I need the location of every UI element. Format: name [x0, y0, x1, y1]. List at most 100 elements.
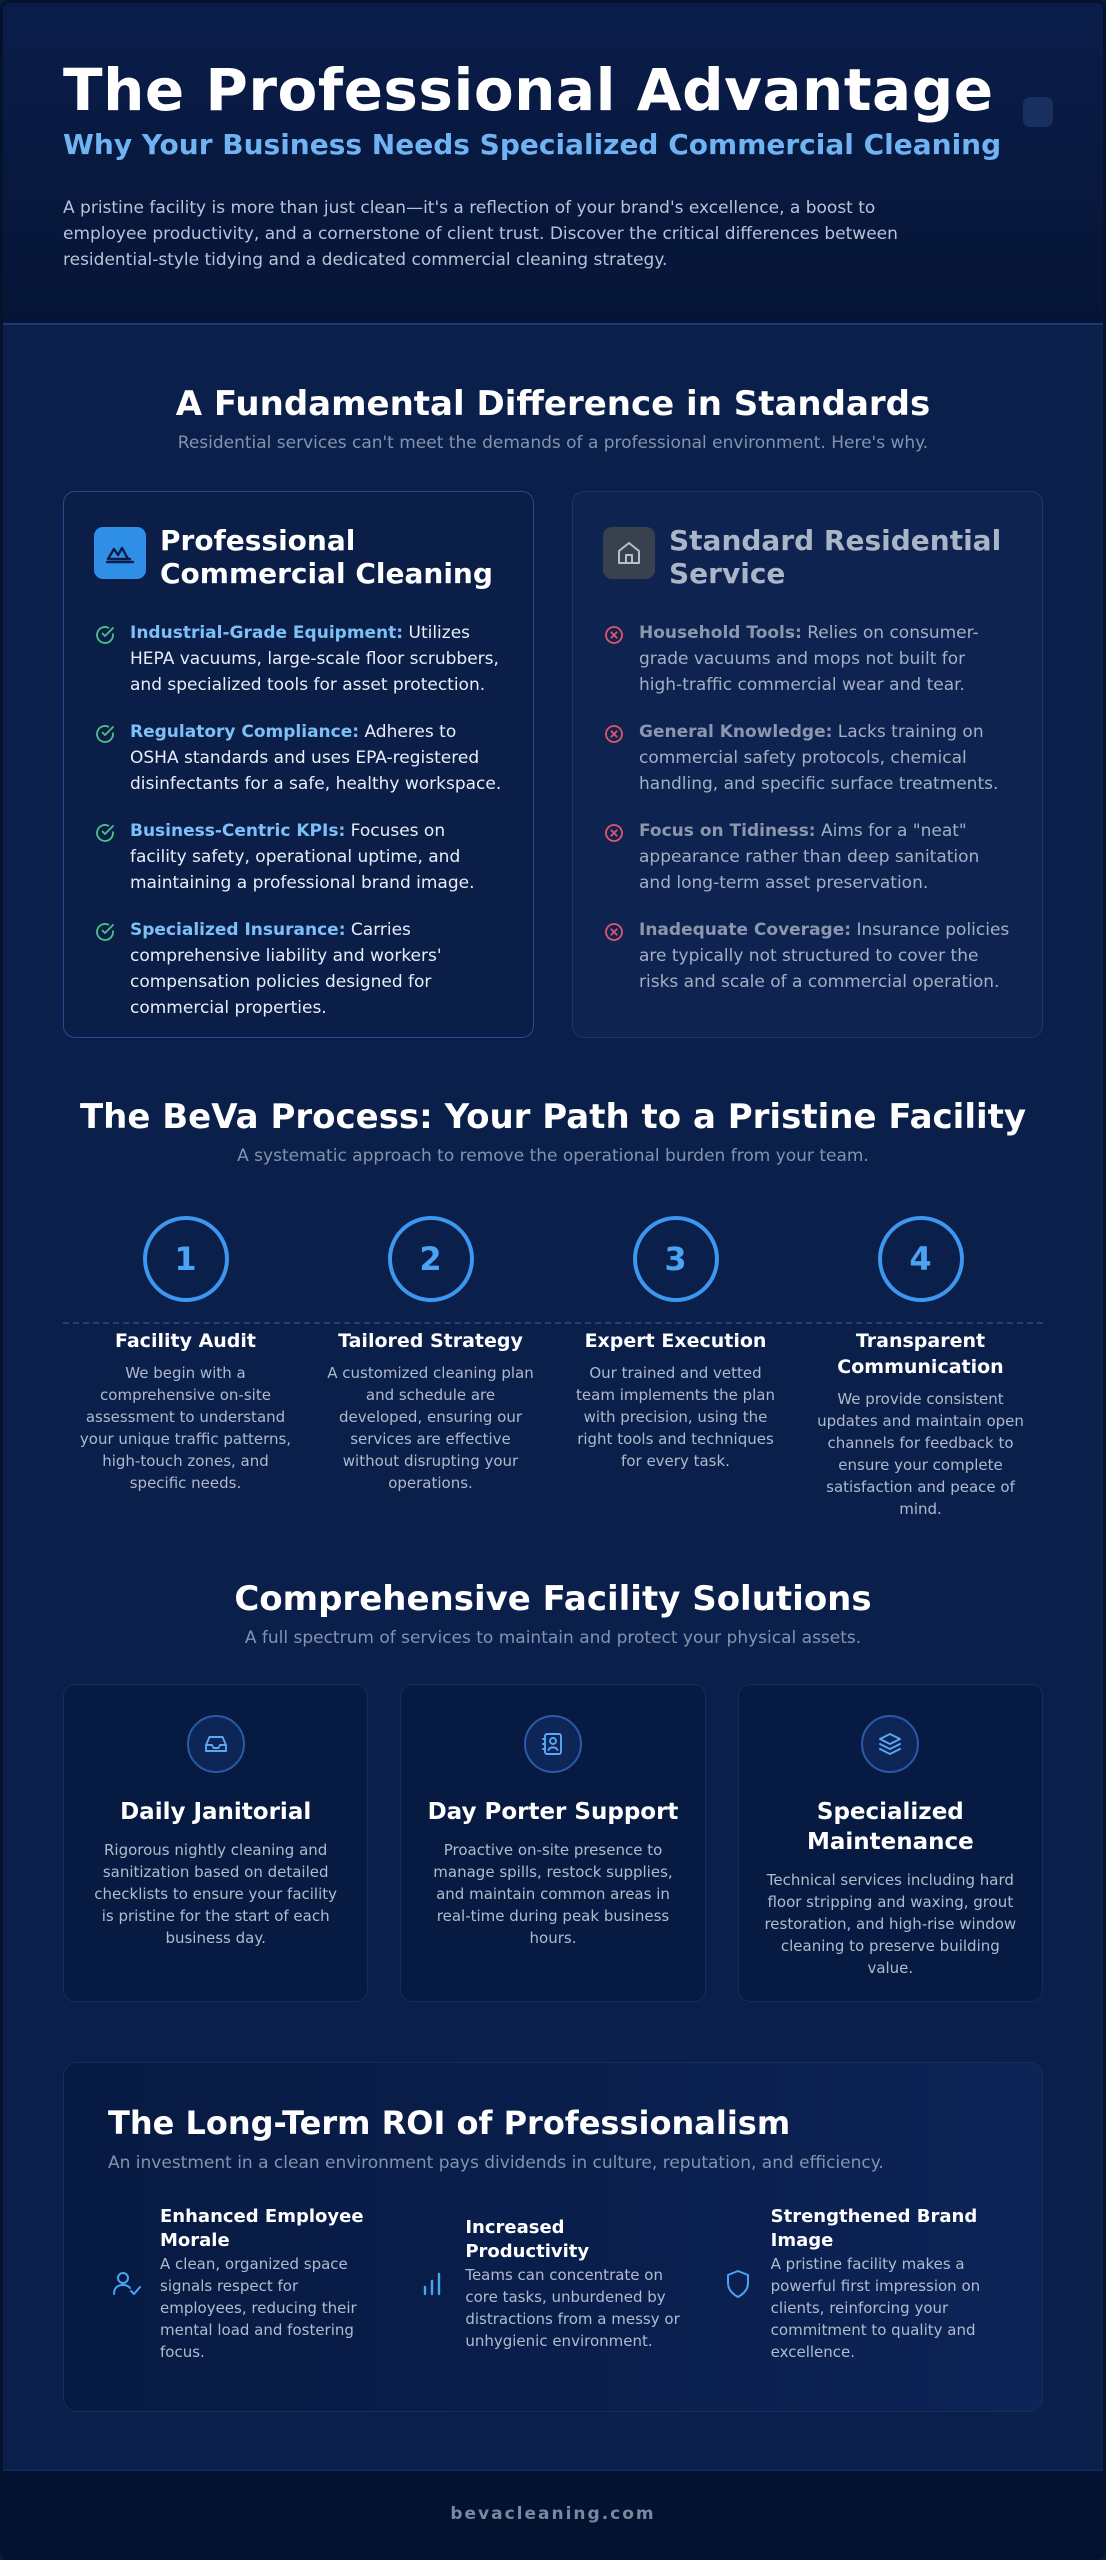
- step-description: We begin with a comprehensive on-site as…: [79, 1364, 292, 1492]
- step-number: 4: [877, 1216, 964, 1302]
- item-text: Carries comprehensive liability and work…: [130, 920, 442, 1018]
- process-step: 1 Facility Audit We begin with a compreh…: [63, 1216, 308, 1520]
- service-card-daily-janitorial: Daily Janitorial Rigorous nightly cleani…: [63, 1684, 369, 2002]
- layers-icon: [861, 1715, 920, 1773]
- professional-card-title: Professional Commercial Cleaning: [160, 524, 493, 590]
- item-text: Relies on consumer-grade vacuums and mop…: [639, 623, 979, 695]
- footer-website-link[interactable]: bevacleaning.com: [450, 2504, 656, 2524]
- item-label: Business-Centric KPIs:: [130, 821, 346, 841]
- item-label: Industrial-Grade Equipment:: [130, 623, 404, 643]
- check-circle-icon: [94, 624, 116, 698]
- item-label: Household Tools:: [639, 623, 802, 643]
- list-item: Business-Centric KPIs: Focuses on facili…: [94, 818, 503, 896]
- step-number: 3: [632, 1216, 719, 1302]
- item-text: Insurance policies are typically not str…: [639, 920, 1010, 992]
- list-item: Focus on Tidiness: Aims for a "neat" app…: [603, 818, 1012, 896]
- residential-card-title: Standard Residential Service: [669, 524, 1002, 590]
- list-item: Industrial-Grade Equipment: Utilizes HEP…: [94, 620, 503, 698]
- hero-section: The Professional Advantage Why Your Busi…: [3, 3, 1103, 325]
- step-title: Tailored Strategy: [338, 1330, 523, 1352]
- step-number: 2: [387, 1216, 474, 1302]
- step-number: 1: [142, 1216, 229, 1302]
- step-description: Our trained and vetted team implements t…: [576, 1364, 775, 1470]
- roi-item-title: Enhanced Employee Morale: [160, 2206, 364, 2251]
- step-title: Facility Audit: [115, 1330, 256, 1352]
- services-subtitle: A full spectrum of services to maintain …: [244, 1628, 862, 1648]
- roi-title: The Long-Term ROI of Professionalism: [108, 2104, 791, 2142]
- service-description: Proactive on-site presence to manage spi…: [433, 1841, 673, 1947]
- x-circle-icon: [603, 624, 625, 698]
- item-label: General Knowledge:: [639, 722, 833, 742]
- process-title: The BeVa Process: Your Path to a Pristin…: [79, 1097, 1027, 1137]
- item-text: Lacks training on commercial safety prot…: [639, 722, 999, 794]
- contact-person-icon: [523, 1715, 582, 1773]
- bar-chart-icon: [413, 2267, 451, 2301]
- services-section: Comprehensive Facility Solutions A full …: [3, 1520, 1103, 2002]
- shield-icon: [719, 2267, 757, 2301]
- comparison-title: A Fundamental Difference in Standards: [175, 384, 931, 424]
- step-title: Transparent Communication: [837, 1330, 1004, 1378]
- footer: bevacleaning.com: [3, 2469, 1103, 2557]
- x-circle-icon: [603, 723, 625, 797]
- process-steps: 1 Facility Audit We begin with a compreh…: [3, 1216, 1103, 1520]
- service-card-specialized-maintenance: Specialized Maintenance Technical servic…: [737, 1684, 1043, 2002]
- roi-subtitle: An investment in a clean environment pay…: [108, 2153, 884, 2173]
- house-icon: [603, 527, 655, 579]
- item-text: Aims for a "neat" appearance rather than…: [639, 821, 980, 893]
- item-label: Regulatory Compliance:: [130, 722, 360, 742]
- process-section: The BeVa Process: Your Path to a Pristin…: [3, 1038, 1103, 1520]
- roi-section: The Long-Term ROI of Professionalism An …: [63, 2062, 1043, 2412]
- hero-subtitle: Why Your Business Needs Specialized Comm…: [63, 128, 1002, 161]
- x-circle-icon: [603, 822, 625, 896]
- check-circle-icon: [94, 822, 116, 896]
- check-circle-icon: [94, 921, 116, 1021]
- professional-card: Professional Commercial Cleaning Industr…: [63, 491, 534, 1038]
- item-label: Specialized Insurance:: [130, 920, 346, 940]
- step-description: We provide consistent updates and mainta…: [817, 1390, 1024, 1518]
- comparison-subtitle: Residential services can't meet the dema…: [177, 433, 929, 453]
- process-step: 3 Expert Execution Our trained and vette…: [553, 1216, 798, 1520]
- hero-description: A pristine facility is more than just cl…: [63, 198, 898, 270]
- service-description: Technical services including hard floor …: [764, 1871, 1017, 1977]
- roi-item-description: A pristine facility makes a powerful fir…: [770, 2255, 981, 2361]
- service-title: Daily Janitorial: [120, 1799, 312, 1825]
- hero-title: The Professional Advantage: [63, 56, 994, 124]
- service-card-day-porter: Day Porter Support Proactive on-site pre…: [400, 1684, 706, 2002]
- item-label: Focus on Tidiness:: [639, 821, 816, 841]
- process-step: 2 Tailored Strategy A customized cleanin…: [308, 1216, 553, 1520]
- services-title: Comprehensive Facility Solutions: [234, 1579, 872, 1619]
- item-label: Inadequate Coverage:: [639, 920, 852, 940]
- process-subtitle: A systematic approach to remove the oper…: [237, 1146, 869, 1166]
- check-circle-icon: [94, 723, 116, 797]
- list-item: General Knowledge: Lacks training on com…: [603, 719, 1012, 797]
- item-text: Adheres to OSHA standards and uses EPA-r…: [130, 722, 502, 794]
- steps-connector-line: [63, 1322, 1043, 1324]
- roi-item-title: Strengthened Brand Image: [770, 2206, 978, 2251]
- roi-item-productivity: Increased Productivity Teams can concent…: [413, 2205, 692, 2363]
- list-item: Specialized Insurance: Carries comprehen…: [94, 917, 503, 1021]
- process-step: 4 Transparent Communication We provide c…: [798, 1216, 1043, 1520]
- step-description: A customized cleaning plan and schedule …: [327, 1364, 534, 1492]
- list-item: Household Tools: Relies on consumer-grad…: [603, 620, 1012, 698]
- service-description: Rigorous nightly cleaning and sanitizati…: [94, 1841, 338, 1947]
- roi-item-description: A clean, organized space signals respect…: [160, 2255, 357, 2361]
- list-item: Regulatory Compliance: Adheres to OSHA s…: [94, 719, 503, 797]
- service-title: Specialized Maintenance: [806, 1799, 974, 1855]
- comparison-section: A Fundamental Difference in Standards Re…: [3, 325, 1103, 1038]
- roi-item-title: Increased Productivity: [465, 2217, 590, 2262]
- list-item: Inadequate Coverage: Insurance policies …: [603, 917, 1012, 995]
- roi-item-description: Teams can concentrate on core tasks, unb…: [465, 2266, 680, 2350]
- step-title: Expert Execution: [584, 1330, 767, 1352]
- roi-item-morale: Enhanced Employee Morale A clean, organi…: [108, 2205, 387, 2363]
- decorative-square: [1023, 97, 1053, 127]
- inbox-tray-icon: [186, 1715, 245, 1773]
- x-circle-icon: [603, 921, 625, 995]
- roi-item-brand: Strengthened Brand Image A pristine faci…: [719, 2205, 998, 2363]
- item-text: Focuses on facility safety, operational …: [130, 821, 475, 893]
- item-text: Utilizes HEPA vacuums, large-scale floor…: [130, 623, 499, 695]
- residential-card: Standard Residential Service Household T…: [572, 491, 1043, 1038]
- service-title: Day Porter Support: [427, 1799, 679, 1825]
- user-check-icon: [108, 2267, 146, 2301]
- mop-bucket-icon: [94, 527, 146, 579]
